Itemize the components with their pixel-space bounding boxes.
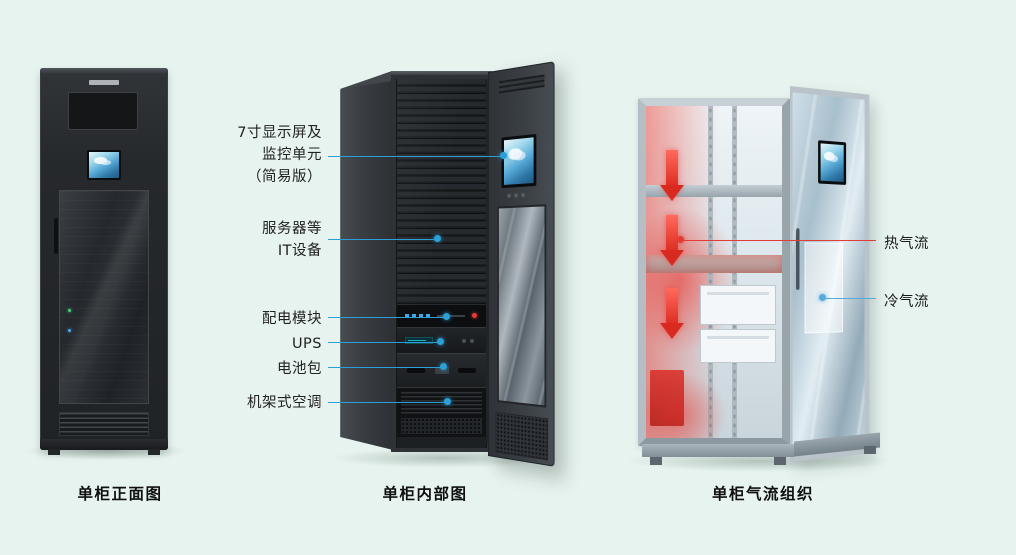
callout-text-line: 7寸显示屏及 [237,125,322,141]
callout-dot-display [500,152,507,159]
cabinet-base [642,444,794,457]
callout-line-cold-air [823,298,876,299]
display-recess-panel [68,92,138,130]
pdu-led-icon [426,314,430,318]
arrow-head [660,185,684,201]
server-blanking-panels [397,79,486,305]
callout-line-ac [328,402,448,403]
internal-cabinet-body [336,52,555,472]
screen-graphic [824,151,835,162]
battery-handle-slot [458,368,476,373]
cabinet-bottom-plate [397,437,486,448]
cabinet-foot [650,457,662,465]
screen-graphic [93,157,108,164]
cabinet-foot [774,457,786,465]
arrow-head [660,250,684,266]
touch-screen [87,150,121,180]
arrow-shaft [666,288,678,324]
callout-line-display [328,156,504,157]
ac-fan-grille [401,418,482,434]
glass-door [59,190,149,404]
callout-label-ac: 机架式空调 [247,395,322,411]
cabinet-base [40,439,168,450]
arrow-shaft [666,215,678,251]
callout-line-ups [328,342,441,343]
caption-front-view: 单柜正面图 [77,485,163,503]
side-monitor-screen [818,140,847,185]
arrow-shaft [666,150,678,186]
caption-internal-view: 单柜内部图 [382,485,468,503]
pdu-led-icon [412,314,416,318]
battery-pack-unit [397,353,486,387]
cabinet-foot [148,449,160,455]
callout-text-line: IT设备 [277,243,322,259]
callout-label-pdu: 配电模块 [262,311,322,327]
pdu-led-icon [419,314,423,318]
callout-text-line: 服务器等 [262,221,322,237]
equipment-box [700,329,776,363]
hot-airflow-arrow-icon [660,288,684,340]
callout-line-pdu [328,317,447,318]
airflow-cabinet-body [626,84,886,472]
ac-louvers [401,392,482,414]
power-distribution-module [397,305,486,327]
pdu-strip [437,315,465,317]
callout-label-ups: UPS [291,336,322,352]
ups-display [405,337,433,344]
battery-label-plate [435,367,449,374]
rack-air-conditioner-unit [397,387,486,437]
cabinet-top-rail [40,68,168,74]
side-door-handle [796,228,800,290]
callout-dot-ac [444,398,451,405]
hot-exhaust-unit [650,370,684,426]
equipment-seen-through-glass [804,242,843,334]
callout-dot-battery [440,363,447,370]
cabinet-foot [864,446,876,454]
hot-airflow-arrow-icon [660,150,684,202]
callout-label-cold-air: 冷气流 [884,294,929,310]
cabinet-interior [646,106,782,438]
pdu-power-led-icon [472,313,477,318]
vent-grille [59,412,149,436]
caption-airflow-view: 单柜气流组织 [711,485,814,503]
ups-button [462,339,466,343]
hot-airflow-arrow-icon [660,215,684,267]
airflow-cabinet-front [638,98,790,446]
callout-dot-servers [434,235,441,242]
ups-button [470,339,474,343]
airflow-cabinet-side-glass [790,86,870,462]
callout-line-servers [328,239,438,240]
callout-label-hot-air: 热气流 [884,236,929,252]
door-handle [54,218,58,254]
cabinet-open-front [391,75,492,452]
callout-dot-cold-air [819,294,826,301]
callout-dot-pdu [443,313,450,320]
callout-dot-ups [437,338,444,345]
callout-text-line: 监控单元 [262,147,322,163]
cabinet-top-rail [391,71,492,76]
callout-label-battery: 电池包 [277,361,322,377]
callout-dot-hot-air [677,236,684,243]
cabinet-side-panel [340,74,395,451]
callout-label-display-unit: 7寸显示屏及 监控单元 （简易版） [180,122,322,188]
pdu-led-icon [405,314,409,318]
front-cabinet-body [40,68,168,455]
callout-label-servers: 服务器等 IT设备 [180,218,322,262]
callout-text-line: （简易版） [247,169,322,185]
cabinet-foot [48,449,60,455]
brand-logo-plate [89,80,119,85]
battery-handle-slot [407,368,425,373]
callout-line-hot-air [681,240,876,241]
equipment-box [700,285,776,325]
callout-line-battery [328,367,444,368]
arrow-head [660,323,684,339]
hot-air-glow [646,371,728,438]
